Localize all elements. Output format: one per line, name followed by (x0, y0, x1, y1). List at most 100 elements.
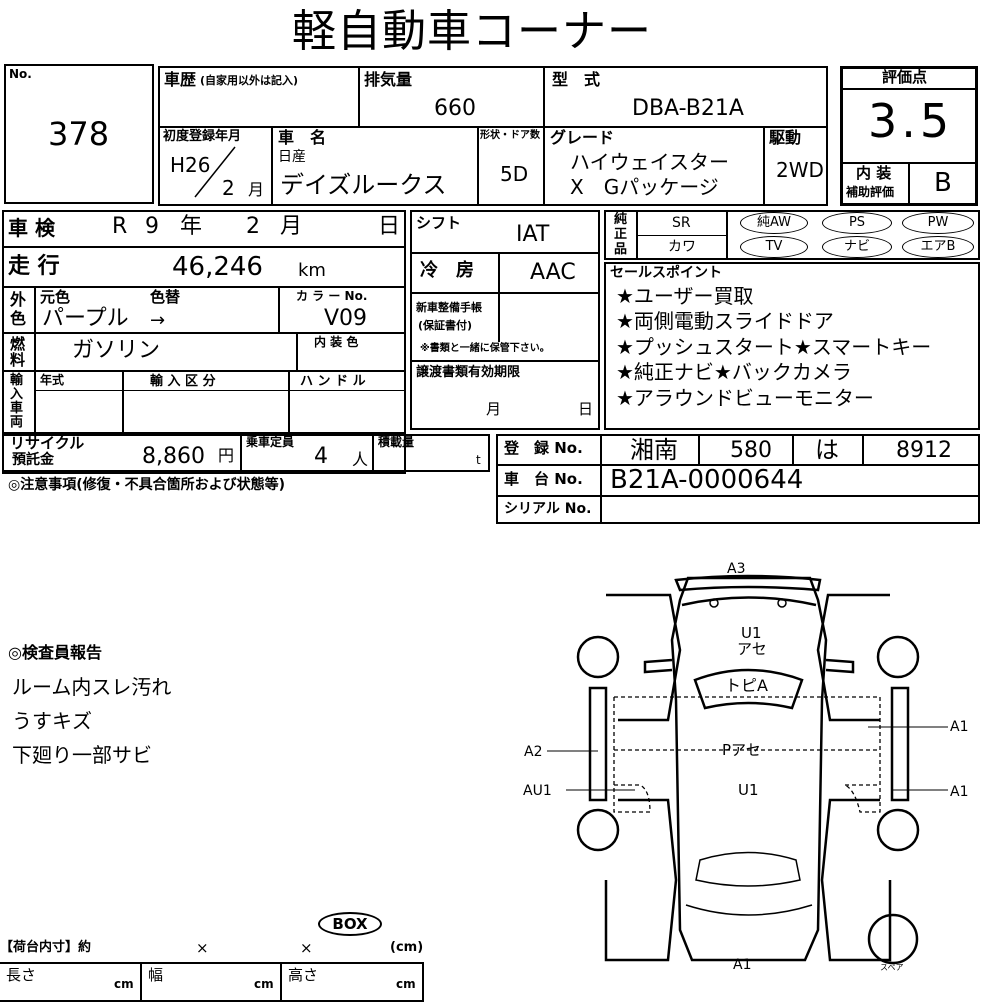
color-side2: 色 (10, 309, 27, 328)
interior-color-label: 内 装 色 (314, 335, 359, 349)
genuine-pw-badge: PW (902, 212, 974, 234)
manual-note: ※書類と一緒に保管下さい。 (420, 343, 550, 354)
registration-class: 580 (730, 438, 772, 463)
first-reg-year: H26 (170, 153, 211, 177)
caution-label: ◎注意事項(修復・不具合箇所および状態等) (8, 477, 286, 493)
number-value: 378 (48, 115, 110, 153)
inspection-era: R (112, 214, 128, 239)
capacity-value: 4 (314, 444, 328, 469)
registration-area: 湘南 (630, 436, 678, 464)
diagram-label-pase: Pアセ (722, 741, 761, 759)
cargo-length-unit: cm (114, 977, 134, 991)
diagram-label-ase-top: アセ (737, 640, 767, 658)
inspection-box (2, 210, 406, 474)
first-reg-month: 2 (222, 176, 235, 200)
serial-label: シリアル No. (504, 501, 592, 517)
interior-label1: 内 装 (856, 164, 892, 182)
inspector-line-2: うすキズ (12, 709, 92, 733)
color-side1: 外 (10, 290, 27, 309)
page-title: 軽自動車コーナー (292, 6, 652, 57)
number-label: No. (9, 67, 32, 81)
cargo-x1: × (196, 939, 209, 957)
shift-value: IAT (516, 222, 550, 247)
box-badge: BOX (318, 912, 382, 936)
diagram-label-au1: AU1 (523, 783, 552, 799)
color-code-value: V09 (324, 306, 368, 331)
diagram-label-a2: A2 (524, 744, 543, 760)
inspection-label: 車 検 (8, 216, 55, 240)
diagram-label-spare: スペア (880, 963, 904, 972)
import-year-label: 年式 (40, 373, 65, 387)
recycle-value: 8,860 (142, 444, 205, 469)
recycle-label1: リサイクル (10, 434, 85, 452)
import-handle-label: ハ ン ド ル (300, 374, 366, 389)
doors-value: 5D (500, 162, 529, 186)
diagram-label-a1-right-1: A1 (950, 719, 969, 735)
diagram-label-u1-mid: U1 (738, 781, 759, 799)
drive-value: 2WD (776, 158, 824, 182)
cargo-height-unit: cm (396, 977, 416, 991)
mileage-value: 46,246 (172, 252, 263, 282)
mileage-label: 走 行 (8, 254, 60, 279)
score-label: 評価点 (882, 68, 928, 86)
sales-point-3: ★プッシュスタート★スマートキー (616, 335, 932, 359)
registration-number: 8912 (896, 438, 952, 463)
grade-line2: X Gパッケージ (570, 175, 719, 199)
inspection-day-unit: 日 (378, 214, 401, 239)
manual-label2: (保証書付) (418, 319, 473, 332)
diagram-label-u1-top: U1 (741, 624, 762, 642)
grade-line1: ハイウェイスター (570, 150, 729, 174)
car-maker: 日産 (278, 149, 306, 165)
first-reg-label: 初度登録年月 (163, 129, 242, 144)
displacement-value: 660 (434, 96, 476, 121)
load-unit: t (476, 453, 481, 467)
registration-kana: は (815, 436, 839, 464)
registration-box (496, 434, 980, 524)
color-orig-label: 元色 (40, 288, 71, 306)
recycle-box (2, 434, 490, 472)
cargo-label: 【荷台内寸】約 (0, 940, 92, 955)
color-code-label: カ ラ ー No. (296, 289, 368, 303)
sales-point-4: ★純正ナビ★バックカメラ (616, 360, 852, 384)
interior-value: B (934, 168, 952, 198)
model-type-value: DBA-B21A (632, 96, 744, 121)
fuel-side: 燃料 (10, 335, 26, 369)
sales-point-2: ★両側電動スライドドア (616, 309, 834, 333)
capacity-unit: 人 (352, 450, 369, 469)
inspector-line-3: 下廻り一部サビ (12, 743, 152, 767)
inspector-label: ◎検査員報告 (8, 643, 102, 662)
color-arrow: → (150, 310, 166, 331)
cargo-height-label: 高さ (288, 966, 319, 984)
load-label: 積載量 (378, 435, 415, 449)
fuel-value: ガソリン (72, 338, 161, 363)
cargo-x2: × (300, 939, 313, 957)
color-value: パープル (42, 306, 129, 331)
mileage-unit: km (298, 260, 326, 281)
color-change-label: 色替 (150, 288, 181, 306)
sales-point-5: ★アラウンドビューモニター (616, 386, 874, 410)
genuine-side: 純正品 (614, 212, 628, 257)
manual-label1: 新車整備手帳 (416, 301, 482, 314)
genuine-airbag-badge: エアB (902, 236, 974, 258)
car-name-value: デイズルークス (280, 171, 447, 199)
transfer-label: 譲渡書類有効期限 (416, 365, 521, 380)
transfer-month-unit: 月 (486, 400, 502, 418)
inspection-month-unit: 月 (280, 214, 303, 239)
history-note: (自家用以外は記入) (200, 74, 299, 87)
chassis-value: B21A-0000644 (610, 465, 804, 495)
genuine-box (604, 210, 980, 260)
diagram-label-a3: A3 (727, 561, 746, 577)
grade-label: グレード (550, 128, 615, 147)
first-reg-slash (194, 146, 236, 198)
diagram-label-a1-bottom: A1 (733, 957, 752, 973)
history-label: 車歴 (164, 70, 197, 89)
drive-label: 駆動 (769, 128, 802, 147)
recycle-unit: 円 (218, 446, 235, 465)
sales-points-label: セールスポイント (610, 265, 722, 281)
score-value: 3.5 (868, 94, 954, 148)
shift-box (410, 210, 600, 430)
displacement-label: 排気量 (364, 70, 413, 89)
genuine-sr: SR (672, 215, 691, 231)
interior-label2: 補助評価 (846, 185, 895, 199)
cargo-width-label: 幅 (148, 966, 164, 984)
